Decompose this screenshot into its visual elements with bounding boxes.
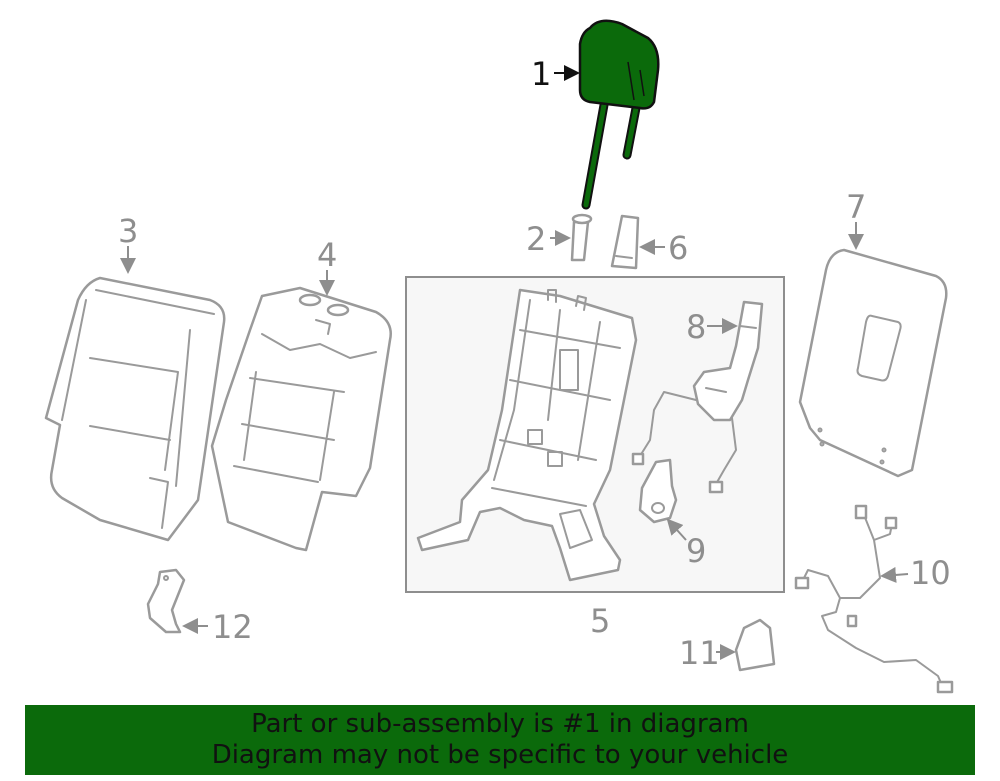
banner-line-1: Part or sub-assembly is #1 in diagram: [251, 709, 749, 739]
part-3-seat-back-cover[interactable]: [44, 276, 226, 542]
part-12-bracket[interactable]: [146, 568, 186, 634]
part-8-actuator[interactable]: [631, 300, 764, 494]
banner-background: [25, 705, 975, 775]
callout-6: 6: [668, 229, 688, 267]
callout-11: 11: [679, 634, 720, 672]
part-7-back-panel[interactable]: [798, 248, 948, 478]
part-4-seat-back-pad[interactable]: [210, 286, 392, 552]
headrest-post-left-fill: [583, 102, 607, 208]
callout-1: 1: [531, 55, 551, 93]
callout-12: 12: [212, 608, 253, 646]
callout-7: 7: [846, 188, 866, 226]
callout-5: 5: [590, 602, 610, 640]
part-11-cap[interactable]: [734, 618, 776, 672]
leader-10: [880, 566, 909, 583]
callout-8: 8: [686, 308, 706, 346]
part-9-latch[interactable]: [638, 458, 678, 524]
callout-10: 10: [910, 554, 951, 592]
part-6-cover[interactable]: [610, 214, 640, 270]
headrest-post-right-fill: [624, 105, 639, 158]
callout-4: 4: [317, 236, 337, 274]
callout-9: 9: [686, 532, 706, 570]
part-1-headrest[interactable]: [578, 19, 660, 210]
part-10-wiring-harness[interactable]: [794, 504, 954, 694]
headrest-cushion: [578, 19, 660, 110]
callout-3: 3: [118, 212, 138, 250]
callout-2: 2: [526, 220, 546, 258]
info-banner: Part or sub-assembly is #1 in diagram Di…: [25, 705, 975, 775]
part-2-guide-sleeve[interactable]: [570, 213, 593, 262]
leader-9: [666, 518, 687, 541]
part-5-seat-frame[interactable]: [416, 288, 638, 582]
banner-line-2: Diagram may not be specific to your vehi…: [211, 740, 789, 770]
headrest-detail: [627, 61, 645, 101]
